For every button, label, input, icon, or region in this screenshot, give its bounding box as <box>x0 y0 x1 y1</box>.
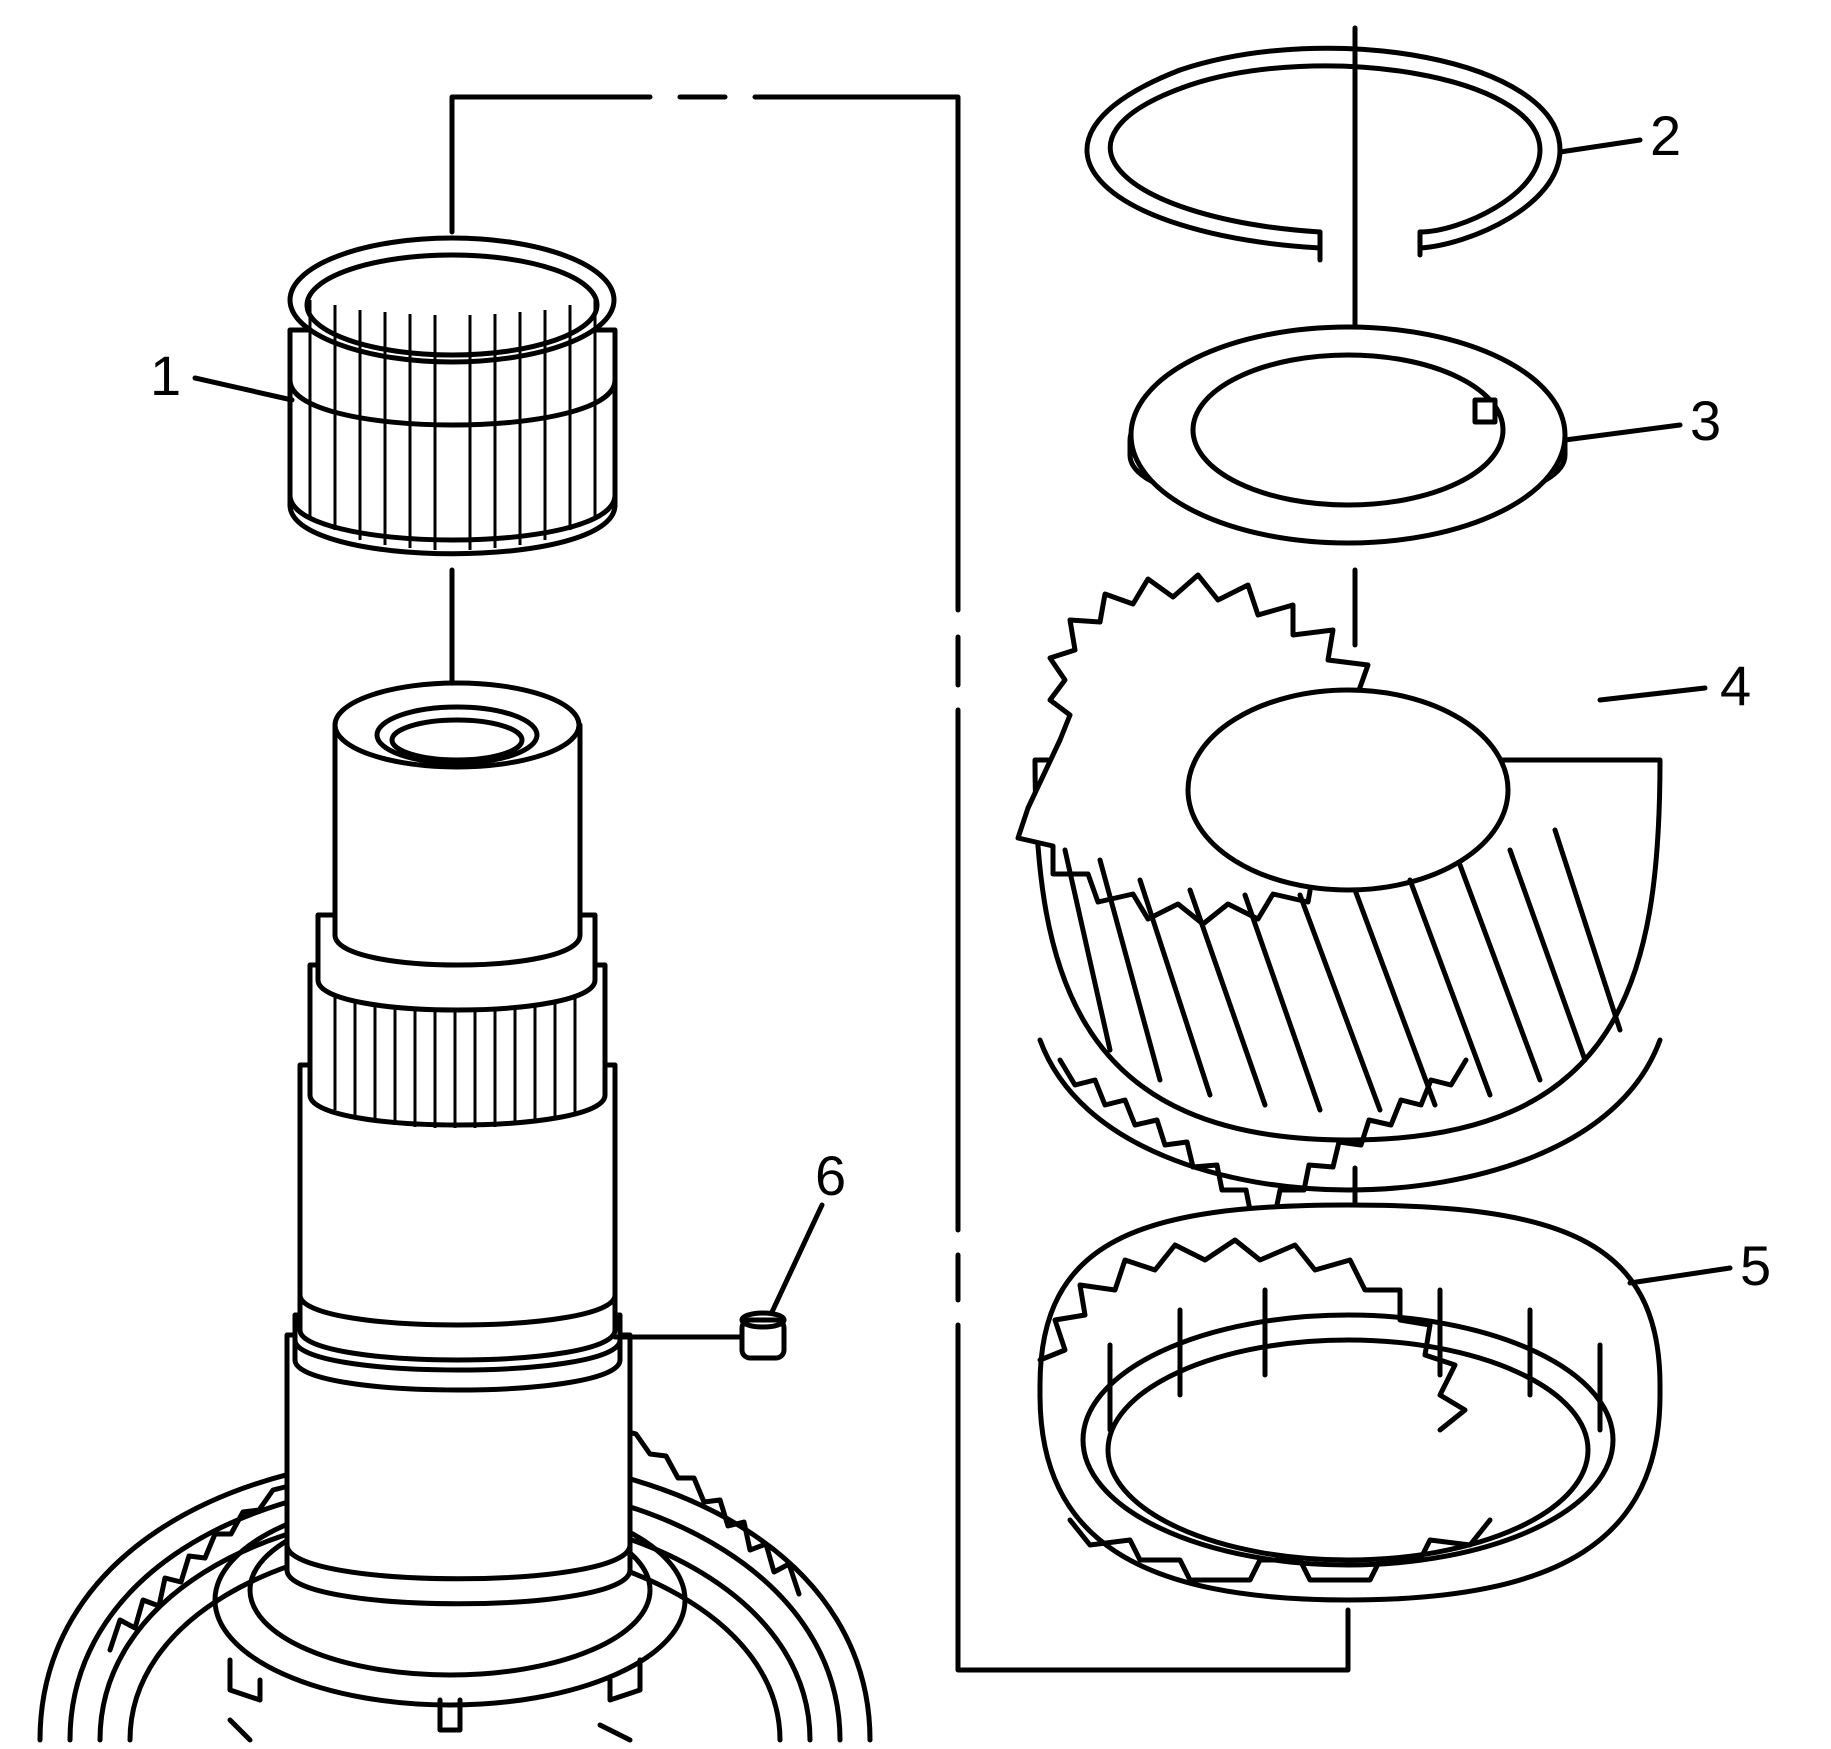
callout-1: 1 <box>150 344 181 407</box>
blocking-ring <box>1037 1202 1663 1603</box>
callout-leader-6 <box>612 1202 825 1340</box>
callout-4: 4 <box>1720 654 1751 717</box>
detent-pin <box>739 1310 787 1361</box>
callout-leader-2 <box>1557 137 1643 155</box>
assembly-bracket-line <box>449 94 1351 1673</box>
callout-6: 6 <box>815 1144 846 1207</box>
callout-2: 2 <box>1650 104 1681 167</box>
snap-ring <box>1084 45 1563 263</box>
helical-gear <box>1015 572 1663 1218</box>
callout-leader-1 <box>192 375 295 403</box>
callout-leader-4 <box>1597 685 1708 703</box>
callout-5: 5 <box>1740 1234 1771 1297</box>
callout-3: 3 <box>1690 389 1721 452</box>
callout-leader-3 <box>1562 422 1683 443</box>
thrust-washer <box>1127 324 1568 546</box>
callout-leader-5 <box>1627 1265 1733 1286</box>
output-shaft <box>284 680 633 1607</box>
needle-bearing <box>287 235 618 557</box>
